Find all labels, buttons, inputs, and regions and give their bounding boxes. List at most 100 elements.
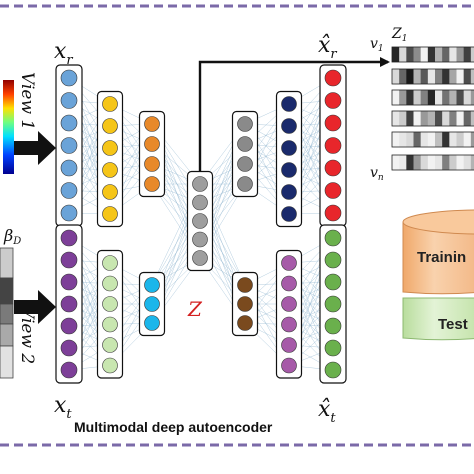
view2-input-arrow bbox=[14, 290, 56, 324]
dec2-bottom-neuron bbox=[281, 275, 297, 292]
latent-strip bbox=[391, 154, 474, 171]
training-label: Trainin bbox=[417, 249, 466, 266]
x-r-label: xr bbox=[54, 39, 73, 68]
view2-enc1-neuron bbox=[102, 316, 118, 333]
recon-r-neuron bbox=[324, 92, 342, 109]
x-r-hat-label: x̂r bbox=[318, 33, 337, 62]
view1-enc1-neuron bbox=[102, 96, 118, 112]
dec2-bottom-neuron bbox=[281, 357, 297, 374]
view1-enc2-neuron bbox=[144, 136, 160, 152]
bottleneck-neuron bbox=[192, 176, 208, 192]
dec2-top-neuron bbox=[281, 118, 297, 134]
view1-label: View 1 bbox=[17, 72, 37, 130]
bottleneck-neuron bbox=[192, 194, 208, 211]
dec2-bottom-neuron bbox=[281, 255, 297, 271]
view2-input-neuron bbox=[60, 339, 78, 357]
view1-enc2-layer-box bbox=[138, 110, 166, 198]
view1-input-arrow bbox=[14, 131, 56, 165]
dec2-top-neuron bbox=[281, 184, 297, 200]
view1-input-neuron bbox=[60, 69, 78, 87]
latent-output-arrow bbox=[198, 57, 390, 172]
dec1-top-neuron bbox=[237, 156, 253, 172]
view1-enc2-neuron bbox=[144, 156, 160, 172]
recon-t-neuron bbox=[324, 273, 342, 291]
view2-grayscale-bar bbox=[0, 247, 14, 379]
dec1-top-neuron bbox=[237, 136, 253, 152]
recon-t-neuron bbox=[324, 229, 342, 247]
view2-enc2-neuron bbox=[144, 296, 160, 312]
v1-label: v1 bbox=[370, 36, 384, 54]
bottleneck-neuron bbox=[192, 231, 208, 248]
view1-enc1-neuron bbox=[102, 162, 118, 178]
dec2-bottom-neuron bbox=[281, 337, 297, 353]
view1-enc1-neuron bbox=[102, 118, 118, 134]
z-label: Z bbox=[187, 297, 203, 321]
view1-input-neuron bbox=[60, 92, 78, 109]
latent-strip bbox=[391, 131, 474, 148]
view2-label: View 2 bbox=[17, 306, 37, 364]
view2-input-neuron bbox=[60, 295, 78, 313]
latent-feature-strips bbox=[391, 46, 474, 171]
latent-strip bbox=[391, 68, 474, 85]
view2-enc1-neuron bbox=[102, 296, 118, 312]
dec2-top-neuron bbox=[281, 206, 297, 222]
neurons bbox=[60, 69, 342, 379]
view2-input-neuron bbox=[60, 317, 78, 335]
dec1-top-layer-box bbox=[231, 110, 259, 198]
latent-strip bbox=[391, 110, 474, 127]
test-label: Test bbox=[438, 316, 468, 333]
database-cylinder bbox=[402, 209, 474, 341]
recon-t-neuron bbox=[324, 339, 342, 357]
recon-r-neuron bbox=[324, 114, 342, 132]
dec1-bottom-neuron bbox=[237, 296, 253, 312]
recon-t-neuron bbox=[324, 295, 342, 313]
view2-enc2-neuron bbox=[144, 315, 160, 331]
bottleneck-neuron bbox=[192, 213, 208, 229]
dec1-bottom-neuron bbox=[237, 315, 253, 331]
dec2-top-neuron bbox=[281, 96, 297, 112]
beta-d-label: βD bbox=[3, 226, 21, 247]
bottleneck-neuron bbox=[192, 250, 208, 266]
view1-enc1-neuron bbox=[102, 140, 118, 156]
view1-enc2-neuron bbox=[144, 116, 160, 132]
dec2-bottom-neuron bbox=[281, 296, 297, 312]
view2-enc1-neuron bbox=[102, 255, 118, 271]
view2-enc2-neuron bbox=[144, 277, 160, 293]
view2-enc1-neuron bbox=[102, 357, 118, 374]
recon-t-neuron bbox=[324, 251, 342, 269]
view2-input-neuron bbox=[60, 229, 78, 247]
recon-r-neuron bbox=[324, 159, 342, 177]
view1-input-neuron bbox=[60, 159, 78, 177]
view2-input-neuron bbox=[60, 361, 78, 379]
dec2-top-neuron bbox=[281, 162, 297, 178]
recon-r-neuron bbox=[324, 69, 342, 87]
view1-input-neuron bbox=[60, 204, 78, 222]
z1-label: Z1 bbox=[391, 26, 407, 44]
dec2-top-neuron bbox=[281, 140, 297, 156]
latent-strip bbox=[391, 46, 474, 63]
recon-t-neuron bbox=[324, 361, 342, 379]
x-t-hat-label: x̂t bbox=[318, 397, 336, 426]
view1-enc1-neuron bbox=[102, 184, 118, 200]
recon-r-neuron bbox=[324, 182, 342, 199]
view1-enc1-neuron bbox=[102, 206, 118, 222]
figure-caption: Multimodal deep autoencoder bbox=[74, 419, 273, 435]
view1-input-neuron bbox=[60, 137, 78, 154]
view2-enc1-neuron bbox=[102, 275, 118, 292]
view2-input-neuron bbox=[60, 251, 78, 269]
view1-enc2-neuron bbox=[144, 176, 160, 192]
view2-input-neuron bbox=[60, 273, 78, 291]
view1-input-neuron bbox=[60, 182, 78, 199]
x-t-label: xt bbox=[54, 393, 72, 422]
recon-r-neuron bbox=[324, 137, 342, 154]
dec1-bottom-neuron bbox=[237, 277, 253, 293]
vn-label: vn bbox=[370, 165, 384, 183]
latent-strip bbox=[391, 89, 474, 106]
view1-input-neuron bbox=[60, 114, 78, 132]
dec1-top-neuron bbox=[237, 176, 253, 192]
recon-r-neuron bbox=[324, 204, 342, 222]
view2-enc1-neuron bbox=[102, 337, 118, 353]
dec2-bottom-neuron bbox=[281, 316, 297, 333]
